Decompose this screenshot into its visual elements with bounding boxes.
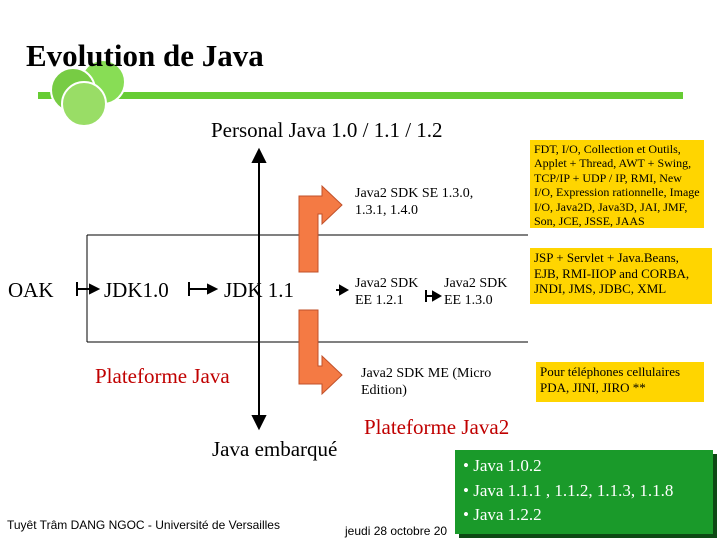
plateforme-java2-label: Plateforme Java2 <box>364 415 510 439</box>
sdk-ee121-label: Java2 SDK EE 1.2.1 <box>355 276 418 310</box>
page-title: Evolution de Java <box>26 38 264 73</box>
sdk-ee130-label: Java2 SDK EE 1.3.0 <box>444 276 507 310</box>
orange-arrow-me <box>298 309 343 396</box>
sdk-me-label: Java2 SDK ME (Micro Edition) <box>361 366 491 400</box>
sdk-me-line1: Java2 SDK ME (Micro <box>361 366 492 381</box>
jdk11-label: JDK 1.1 <box>224 278 295 302</box>
ee-feature-line: JNDI, JMS, JDBC, XML <box>534 281 667 297</box>
version-item: • Java 1.0.2 <box>463 456 542 475</box>
sdk-se-label: Java2 SDK SE 1.3.0, 1.3.1, 1.4.0 <box>355 186 473 220</box>
title-logo-circles <box>50 59 126 127</box>
sdk-ee130-line1: Java2 SDK <box>444 276 508 291</box>
java-versions-box: • Java 1.0.2 • Java 1.1.1 , 1.1.2, 1.1.3… <box>455 450 713 534</box>
se-feature-line: FDT, I/O, Collection et Outils, <box>534 142 681 156</box>
version-item: • Java 1.2.2 <box>463 505 542 525</box>
arrow-oak-jdk10 <box>76 282 101 296</box>
sdk-se-line2: 1.3.1, 1.4.0 <box>355 202 418 218</box>
sdk-ee121-line2: EE 1.2.1 <box>355 292 404 308</box>
se-features-box: FDT, I/O, Collection et Outils, Applet +… <box>530 140 704 228</box>
sdk-me-line2: Edition) <box>361 382 407 398</box>
sdk-ee121-line1: Java2 SDK <box>355 276 419 291</box>
se-feature-line: Applet + Thread, AWT + Swing, <box>534 156 692 171</box>
me-features-box: Pour téléphones cellulaires PDA, JINI, J… <box>536 362 704 402</box>
se-feature-line: I/O, Java2D, Java3D, JAI, JMF, <box>534 199 688 214</box>
version-item: • Java 1.1.1 , 1.1.2, 1.1.3, 1.1.8 <box>463 480 674 500</box>
arrow-jdk11-ee <box>336 284 350 296</box>
jdk10-label: JDK1.0 <box>104 278 169 302</box>
arrow-ee121-ee130 <box>425 290 443 302</box>
ee-feature-line: JSP + Servlet + Java.Beans, <box>534 250 679 265</box>
personal-java-label: Personal Java 1.0 / 1.1 / 1.2 <box>211 118 443 142</box>
me-feature-line: Pour téléphones cellulaires <box>540 364 681 379</box>
java-embarque-label: Java embarqué <box>212 437 338 461</box>
se-feature-line: Son, JCE, JSSE, JAAS <box>534 213 645 228</box>
footer-date: jeudi 28 octobre 20 <box>345 524 448 538</box>
plateforme-java-label: Plateforme Java <box>95 364 230 388</box>
oak-label: OAK <box>8 278 54 302</box>
sdk-se-line1: Java2 SDK SE 1.3.0, <box>355 186 474 201</box>
title-underline-bar <box>38 92 683 99</box>
vertical-double-arrow <box>251 147 267 431</box>
me-feature-line: PDA, JINI, JIRO ** <box>540 379 646 395</box>
footer-author: Tuyêt Trâm DANG NGOC - Université de Ver… <box>7 518 280 532</box>
orange-arrow-se <box>298 184 343 273</box>
sdk-ee130-line2: EE 1.3.0 <box>444 292 493 308</box>
ee-feature-line: EJB, RMI-IIOP and CORBA, <box>534 265 690 281</box>
se-feature-line: I/O, Expression rationnelle, Image <box>534 185 700 200</box>
arrow-jdk10-jdk11 <box>188 282 219 296</box>
ee-features-box: JSP + Servlet + Java.Beans, EJB, RMI-IIO… <box>530 248 712 304</box>
se-feature-line: TCP/IP + UDP / IP, RMI, New <box>534 170 682 185</box>
